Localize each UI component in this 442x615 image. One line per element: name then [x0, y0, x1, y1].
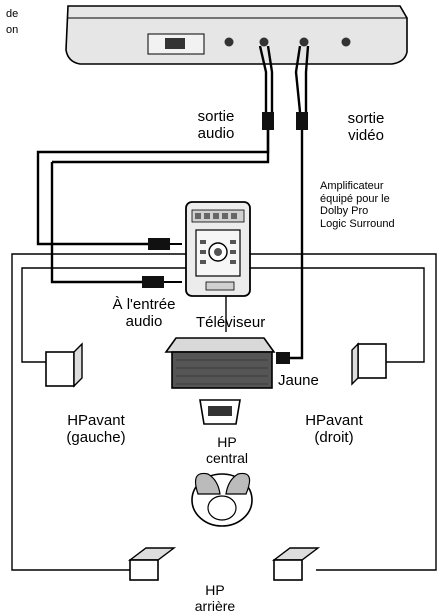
audio-plug	[262, 112, 274, 130]
amplifier	[185, 201, 251, 297]
audio-cable-1	[258, 45, 268, 112]
audio-cable-route	[36, 130, 270, 284]
video-plug	[296, 112, 308, 130]
dvd-player	[65, 5, 408, 65]
label-yellow: Jaune	[278, 372, 319, 389]
label-front-right: HPavant (droit)	[305, 412, 363, 447]
audio-cable-2	[266, 45, 274, 112]
label-front-left: HPavant (gauche)	[66, 412, 126, 447]
label-center-speaker: HP central	[205, 434, 249, 467]
label-amplifier: Amplificateur équipé pour le Dolby Pro L…	[320, 180, 395, 230]
dvd-jack-video	[299, 37, 309, 47]
caption-fragment-line2: on	[6, 24, 19, 36]
label-tv: Téléviseur	[196, 314, 266, 331]
video-cable-1	[294, 45, 302, 113]
dvd-jack-4	[341, 37, 351, 47]
rear-right-speaker	[271, 547, 321, 581]
tv-video-plug	[276, 352, 290, 364]
amp-audio-plug-1	[148, 238, 170, 250]
speaker-wiring	[11, 253, 437, 571]
amp-audio-plug-2	[142, 276, 164, 288]
label-audio-out: sortie audio	[197, 108, 235, 143]
center-speaker	[199, 399, 241, 425]
caption-fragment-line1: de	[6, 8, 19, 20]
dvd-player-switch	[165, 38, 185, 49]
video-cable-route	[284, 130, 304, 360]
listener	[191, 472, 253, 527]
label-rear-speaker: HP arrière	[194, 582, 236, 615]
video-cable-2	[304, 45, 310, 112]
front-right-speaker	[351, 342, 387, 386]
label-audio-in: À l'entrée audio	[112, 296, 176, 331]
front-left-speaker	[45, 342, 83, 388]
dvd-cables	[258, 45, 310, 113]
dvd-jack-1	[224, 37, 234, 47]
dvd-jack-audio	[259, 37, 269, 47]
label-video-out: sortie vidéo	[347, 110, 385, 145]
television	[164, 337, 276, 389]
rear-left-speaker	[127, 547, 177, 581]
dvd-player-body	[65, 5, 408, 65]
